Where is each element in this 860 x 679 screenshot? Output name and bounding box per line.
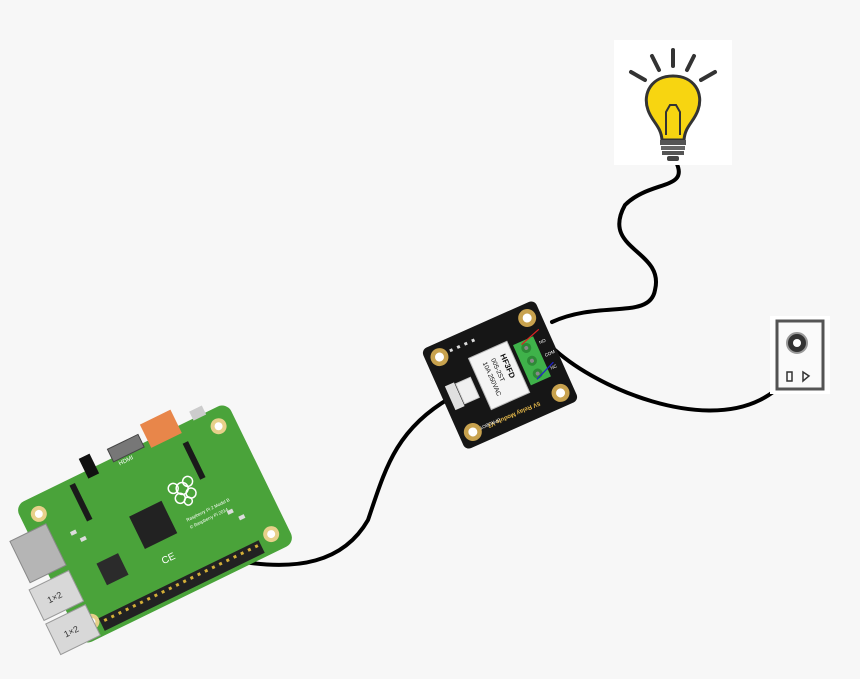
term-label-no: NO [538, 338, 547, 346]
wire-relay-to-bulb [550, 160, 681, 324]
wall-outlet-icon [770, 316, 830, 394]
relay-module: HF3FD 005-2ST 10A 250VAC NO COM NC 5V Re… [422, 301, 578, 449]
term-label-nc: NC [550, 363, 559, 371]
raspberry-logo-icon [167, 475, 197, 506]
wire-relay-to-outlet [553, 343, 799, 413]
raspberry-pi-board: 1×2 1×2 HDMI Raspberry Pi 2 Model B © Ra… [9, 405, 292, 656]
wire-pi-to-relay [220, 396, 452, 567]
term-label-com: COM [544, 349, 556, 358]
light-bulb-icon [614, 40, 732, 165]
